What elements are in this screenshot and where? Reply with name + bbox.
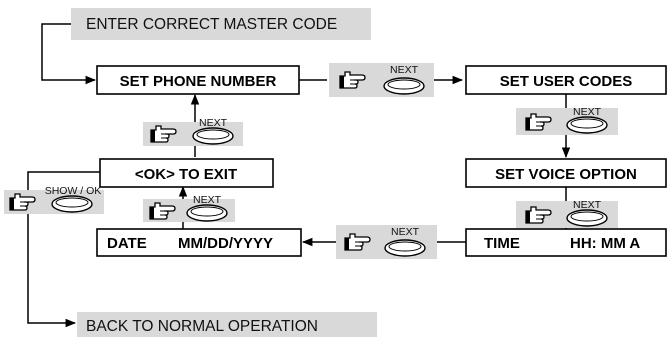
next-key-icon xyxy=(566,116,608,134)
next-button-label: NEXT xyxy=(391,226,420,238)
next-button-label: NEXT xyxy=(199,117,228,129)
next-button-time-to-date: NEXT xyxy=(336,225,437,259)
step-set-voice-option-label: SET VOICE OPTION xyxy=(495,166,637,183)
step-date-label: DATE xyxy=(107,235,147,252)
step-ok-to-exit-label: <OK> TO EXIT xyxy=(135,166,237,183)
start-banner xyxy=(71,8,371,40)
next-button-label: NEXT xyxy=(573,199,602,211)
show-ok-button-label: SHOW / OK xyxy=(45,185,102,197)
end-banner xyxy=(77,312,377,337)
step-time: TIME HH: MM A xyxy=(465,228,667,257)
step-set-user-codes: SET USER CODES xyxy=(465,65,667,95)
next-button-label: NEXT xyxy=(390,64,419,76)
end-banner-label: BACK TO NORMAL OPERATION xyxy=(86,318,318,335)
step-date-format: MM/DD/YYYY xyxy=(178,235,273,252)
next-key-icon xyxy=(186,204,228,222)
next-button-exit-to-phone: NEXT xyxy=(143,117,243,146)
next-key-icon xyxy=(383,77,425,95)
step-date: DATE MM/DD/YYYY xyxy=(96,228,302,257)
next-button-label: NEXT xyxy=(573,106,602,118)
next-button-user-to-voice: NEXT xyxy=(516,106,618,135)
next-button-voice-to-time: NEXT xyxy=(516,199,618,228)
step-set-phone-number: SET PHONE NUMBER xyxy=(96,65,300,95)
show-ok-key-icon xyxy=(51,195,93,213)
step-set-voice-option: SET VOICE OPTION xyxy=(465,158,667,188)
show-ok-button: SHOW / OK xyxy=(4,185,104,214)
step-ok-to-exit: <OK> TO EXIT xyxy=(99,158,274,188)
next-button-phone-to-user: NEXT xyxy=(329,63,434,97)
next-button-label: NEXT xyxy=(193,194,222,206)
next-key-icon xyxy=(566,209,608,227)
next-key-icon xyxy=(192,127,234,145)
step-time-format: HH: MM A xyxy=(570,235,640,252)
next-button-date-to-exit: NEXT xyxy=(143,194,235,222)
step-time-label: TIME xyxy=(484,235,520,252)
next-key-icon xyxy=(384,239,426,257)
step-set-user-codes-label: SET USER CODES xyxy=(500,73,633,90)
step-set-phone-number-label: SET PHONE NUMBER xyxy=(120,73,277,90)
start-banner-label: ENTER CORRECT MASTER CODE xyxy=(86,16,337,33)
